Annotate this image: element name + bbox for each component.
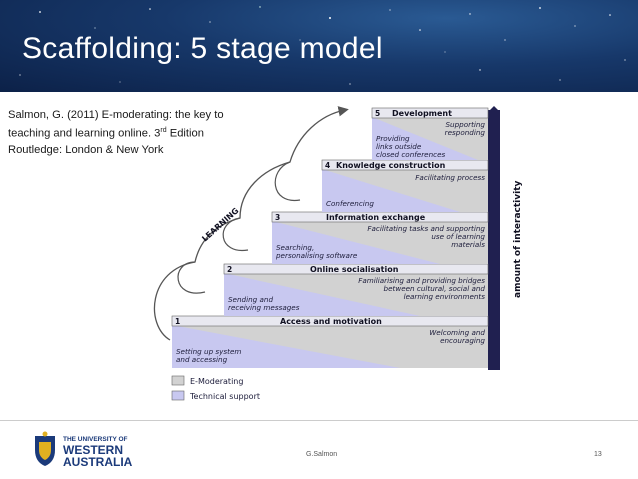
citation-line-2: teaching and learning online. 3rd Editio… <box>8 127 204 140</box>
stage-3: 3 Information exchange Facilitating task… <box>271 211 489 264</box>
crest-icon <box>35 431 55 466</box>
footer-divider <box>0 420 638 421</box>
stage-3-number: 3 <box>275 213 280 222</box>
legend-emoderating-swatch <box>171 375 185 386</box>
stage-5: 5 Development Supporting responding Prov… <box>371 107 489 160</box>
stage-2: 2 Online socialisation Familiarising and… <box>223 263 489 316</box>
starfield-background <box>19 6 626 85</box>
page-number: 13 <box>594 451 602 458</box>
stage-1: 1 Access and motivation Welcoming and en… <box>171 315 489 368</box>
stage-4-technical-area <box>322 169 460 212</box>
stage-2-technical-area <box>224 273 420 316</box>
legend-emoderating-label: E-Moderating <box>190 377 243 386</box>
title-banner: Scaffolding: 5 stage model <box>0 0 638 92</box>
stage-2-emod-line-1: Familiarising and providing bridges <box>358 276 485 285</box>
citation-line-3: Routledge: London & New York <box>8 143 164 156</box>
stage-3-name: Information exchange <box>326 213 426 222</box>
stage-2-number: 2 <box>227 265 232 274</box>
stage-2-emod-line-2: between cultural, social and <box>384 284 486 293</box>
slide-title: Scaffolding: 5 stage model <box>22 32 383 65</box>
stage-3-tech-line-2: personalising software <box>275 251 358 260</box>
learning-loop-3 <box>274 161 301 201</box>
stage-3-emod-line-1: Facilitating tasks and supporting <box>367 224 485 233</box>
stage-5-tech-line-3: closed conferences <box>376 150 446 159</box>
stage-1-name: Access and motivation <box>280 317 382 326</box>
stage-5-header <box>371 107 489 119</box>
stage-4-number: 4 <box>325 161 330 170</box>
learning-loop-2 <box>222 217 249 252</box>
learning-label: LEARNING <box>200 206 240 243</box>
stage-5-technical-area <box>372 117 478 160</box>
stage-5-emod-line-1: Supporting <box>445 120 485 129</box>
logo-line-1: THE UNIVERSITY OF <box>63 436 128 443</box>
interactivity-axis-bar <box>488 110 500 370</box>
citation-text: Salmon, G. (2011) E-moderating: the key … <box>8 107 268 158</box>
legend-technical-label: Technical support <box>189 392 260 401</box>
legend: E-Moderating Technical support <box>171 375 260 401</box>
stage-5-number: 5 <box>375 109 380 118</box>
stage-5-name: Development <box>392 109 452 118</box>
footer-author: G.Salmon <box>306 451 338 458</box>
stage-5-emod-line-2: responding <box>445 128 486 137</box>
logo-line-3: AUSTRALIA <box>63 455 133 469</box>
logo-line-2: WESTERN <box>63 443 123 457</box>
university-logo: THE UNIVERSITY OF WESTERN AUSTRALIA <box>35 431 133 469</box>
stage-1-tech-line-1: Setting up system <box>176 347 241 356</box>
stage-2-emod-line-3: learning environments <box>404 292 486 301</box>
stage-2-tech-line-2: receiving messages <box>228 303 300 312</box>
stage-2-name: Online socialisation <box>310 265 399 274</box>
learning-loop-1 <box>177 261 206 294</box>
five-stage-model-diagram: LEARNING amount of interactivity 1 Acces… <box>153 106 523 401</box>
stage-4-tech-line-1: Conferencing <box>326 199 374 208</box>
stage-5-tech-line-1: Providing <box>376 134 410 143</box>
stage-4-name: Knowledge construction <box>336 161 446 170</box>
stage-1-number: 1 <box>175 317 180 326</box>
stage-5-tech-line-2: links outside <box>376 142 422 151</box>
stage-3-emod-line-3: materials <box>451 240 485 249</box>
stage-4: 4 Knowledge construction Facilitating pr… <box>321 159 489 212</box>
stage-1-emod-line-2: encouraging <box>440 336 485 345</box>
axis-label: amount of interactivity <box>513 180 523 298</box>
stage-2-tech-line-1: Sending and <box>228 295 273 304</box>
stage-1-technical-area <box>172 325 400 368</box>
stage-3-technical-area <box>272 221 440 264</box>
stage-4-emod-line-1: Facilitating process <box>415 173 485 182</box>
stage-1-emod-line-1: Welcoming and <box>429 328 485 337</box>
stage-3-emod-line-2: use of learning <box>431 232 485 241</box>
citation-line-1: Salmon, G. (2011) E-moderating: the key … <box>8 109 224 121</box>
axis-arrow-head <box>488 106 500 112</box>
legend-technical-swatch <box>171 390 185 401</box>
stage-3-tech-line-1: Searching, <box>276 243 314 252</box>
stage-1-tech-line-2: and accessing <box>176 355 228 364</box>
